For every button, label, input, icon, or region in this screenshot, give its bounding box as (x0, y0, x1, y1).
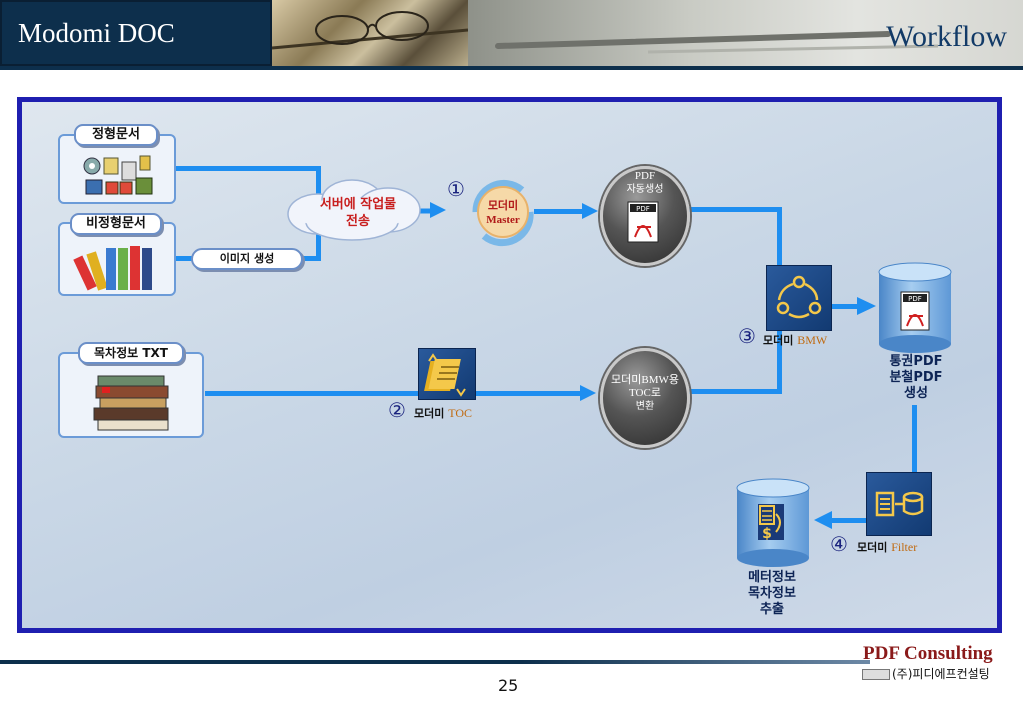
toc-documents-icon (424, 353, 466, 397)
footer-logo-mark (862, 669, 890, 680)
toc-convert-line2: TOC로 (629, 387, 661, 399)
toc-convert-line1: 모더미BMW용 (611, 374, 679, 386)
book-stack-icon (93, 375, 169, 431)
footer-company-en: PDF Consulting (863, 643, 993, 664)
connector (300, 256, 321, 261)
connector (534, 209, 584, 214)
toc-convert-text: 모더미BMW용 TOC로 변환 (600, 374, 690, 413)
toc-txt-box (58, 352, 204, 438)
toc-name: TOC (448, 406, 473, 420)
footer-company-kr: (주)피디에프컨설팅 (892, 667, 990, 681)
toc-convert-circle (600, 348, 690, 448)
cloud-line2: 전송 (346, 214, 370, 229)
connector (688, 389, 782, 394)
arrow-icon (857, 297, 876, 315)
arrow-icon (580, 385, 596, 401)
connector (688, 207, 782, 212)
toc-module-tile (418, 348, 476, 400)
section-title: Workflow (886, 20, 1007, 53)
arrow-icon (582, 203, 598, 219)
connector (175, 166, 321, 171)
page-number: 25 (498, 676, 519, 695)
filter-icon (875, 491, 924, 517)
step-3-number: ③ (738, 324, 756, 348)
connector (175, 256, 195, 261)
svg-text:PDF: PDF (636, 205, 650, 213)
toc-txt-label: 목차정보 TXT (78, 342, 184, 364)
pdf-file-icon: PDF (627, 201, 659, 243)
toc-prefix: 모더미 (414, 407, 445, 420)
cloud-line1: 서버에 작업물 (319, 197, 397, 212)
filter-module-label: 모더미 Filter (857, 539, 917, 555)
pdf-output-cylinder: PDF (878, 262, 952, 353)
cloud-text: 서버에 작업물 전송 (288, 196, 428, 230)
unstructured-docs-label: 비정형문서 (70, 213, 162, 235)
arrow-icon (430, 202, 446, 218)
meta-output-cylinder: $ (736, 478, 810, 567)
arrow-icon (814, 511, 832, 529)
toc-convert-line3: 변환 (635, 401, 655, 412)
image-generation-label: 이미지 생성 (191, 248, 303, 270)
master-line2: Master (486, 214, 520, 226)
step-2-number: ② (388, 398, 406, 422)
pdf-output-line2: 분철PDF (889, 370, 943, 385)
pen-illustration (495, 31, 939, 54)
documents-icon (83, 155, 153, 195)
pdf-auto-text: PDF 자동생성 (600, 170, 690, 196)
structured-docs-label: 정형문서 (74, 124, 158, 146)
bmw-module-tile (766, 265, 832, 331)
footer-divider (0, 660, 870, 664)
header-banner (468, 0, 1023, 66)
svg-text:PDF: PDF (908, 295, 922, 303)
header-photo (271, 0, 469, 66)
cloud-icon (287, 179, 421, 241)
toc-module-label: 모더미 TOC (414, 405, 472, 421)
pdf-output-line3: 생성 (904, 386, 928, 401)
header-brand-panel (0, 0, 272, 66)
connector (828, 518, 868, 523)
step-1-number: ① (447, 177, 465, 201)
meta-output-line3: 추출 (760, 602, 784, 617)
bmw-cycle-icon (776, 275, 822, 319)
connector (205, 391, 585, 396)
pdf-output-label: 통권PDF 분철PDF 생성 (874, 354, 958, 402)
pdf-auto-line1: PDF (634, 170, 656, 182)
meta-output-line1: 메터정보 (748, 570, 796, 585)
bmw-name: BMW (797, 333, 828, 347)
meta-output-line2: 목차정보 (748, 586, 796, 601)
brand-title: Modomi DOC (18, 18, 175, 48)
step-4-number: ④ (830, 532, 848, 556)
master-line1: 모더미 (487, 199, 519, 212)
bmw-module-label: 모더미 BMW (763, 332, 827, 348)
books-binders-icon (73, 246, 152, 291)
filter-name: Filter (891, 540, 918, 554)
master-label: 모더미 Master (470, 199, 536, 227)
filter-prefix: 모더미 (857, 541, 888, 554)
glasses-pen-illustration (271, 11, 469, 50)
connector (830, 304, 860, 309)
master-cycle-icon (472, 180, 534, 247)
pdf-auto-line2: 자동생성 (626, 184, 664, 195)
connector (912, 405, 917, 475)
svg-text:$: $ (762, 526, 772, 542)
bmw-prefix: 모더미 (763, 334, 794, 347)
pdf-output-line1: 통권PDF (889, 354, 943, 369)
filter-module-tile (866, 472, 932, 536)
meta-output-label: 메터정보 목차정보 추출 (730, 570, 814, 618)
header-divider (0, 66, 1023, 70)
